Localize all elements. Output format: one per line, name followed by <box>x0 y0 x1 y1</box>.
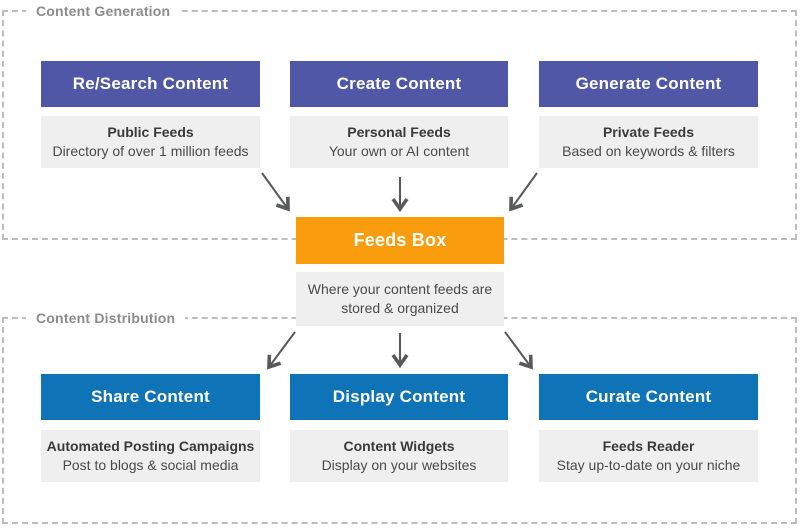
curate-content-header: Curate Content <box>539 374 758 420</box>
posting-campaigns-desc: Post to blogs & social media <box>62 457 239 473</box>
posting-campaigns-title: Automated Posting Campaigns <box>46 438 255 454</box>
content-widgets-desc: Display on your websites <box>321 457 477 473</box>
feeds-box-desc: Where your content feeds are stored & or… <box>307 281 493 316</box>
private-feeds-title: Private Feeds <box>602 124 695 140</box>
public-feeds-title: Public Feeds <box>107 124 194 140</box>
section-content-distribution: Content Distribution <box>2 308 797 524</box>
personal-feeds-card: Personal Feeds Your own or AI content <box>290 116 508 168</box>
create-content-header: Create Content <box>290 61 508 107</box>
section-distribution-label: Content Distribution <box>26 308 186 328</box>
public-feeds-card: Public Feeds Directory of over 1 million… <box>41 116 260 168</box>
generate-content-header: Generate Content <box>539 61 758 107</box>
personal-feeds-title: Personal Feeds <box>347 124 451 140</box>
share-content-header: Share Content <box>41 374 260 420</box>
display-content-header: Display Content <box>290 374 508 420</box>
feeds-reader-desc: Stay up-to-date on your niche <box>556 457 741 473</box>
feeds-box-header: Feeds Box <box>296 217 504 264</box>
content-widgets-title: Content Widgets <box>343 438 455 454</box>
personal-feeds-desc: Your own or AI content <box>328 143 470 159</box>
section-generation-label: Content Generation <box>26 1 181 21</box>
research-content-header: Re/Search Content <box>41 61 260 107</box>
private-feeds-card: Private Feeds Based on keywords & filter… <box>539 116 758 168</box>
public-feeds-desc: Directory of over 1 million feeds <box>52 143 249 159</box>
private-feeds-desc: Based on keywords & filters <box>562 143 735 159</box>
feeds-box-desc-card: Where your content feeds are stored & or… <box>296 272 504 326</box>
feeds-reader-title: Feeds Reader <box>602 438 695 454</box>
posting-campaigns-card: Automated Posting Campaigns Post to blog… <box>41 430 260 482</box>
content-widgets-card: Content Widgets Display on your websites <box>290 430 508 482</box>
feeds-reader-card: Feeds Reader Stay up-to-date on your nic… <box>539 430 758 482</box>
